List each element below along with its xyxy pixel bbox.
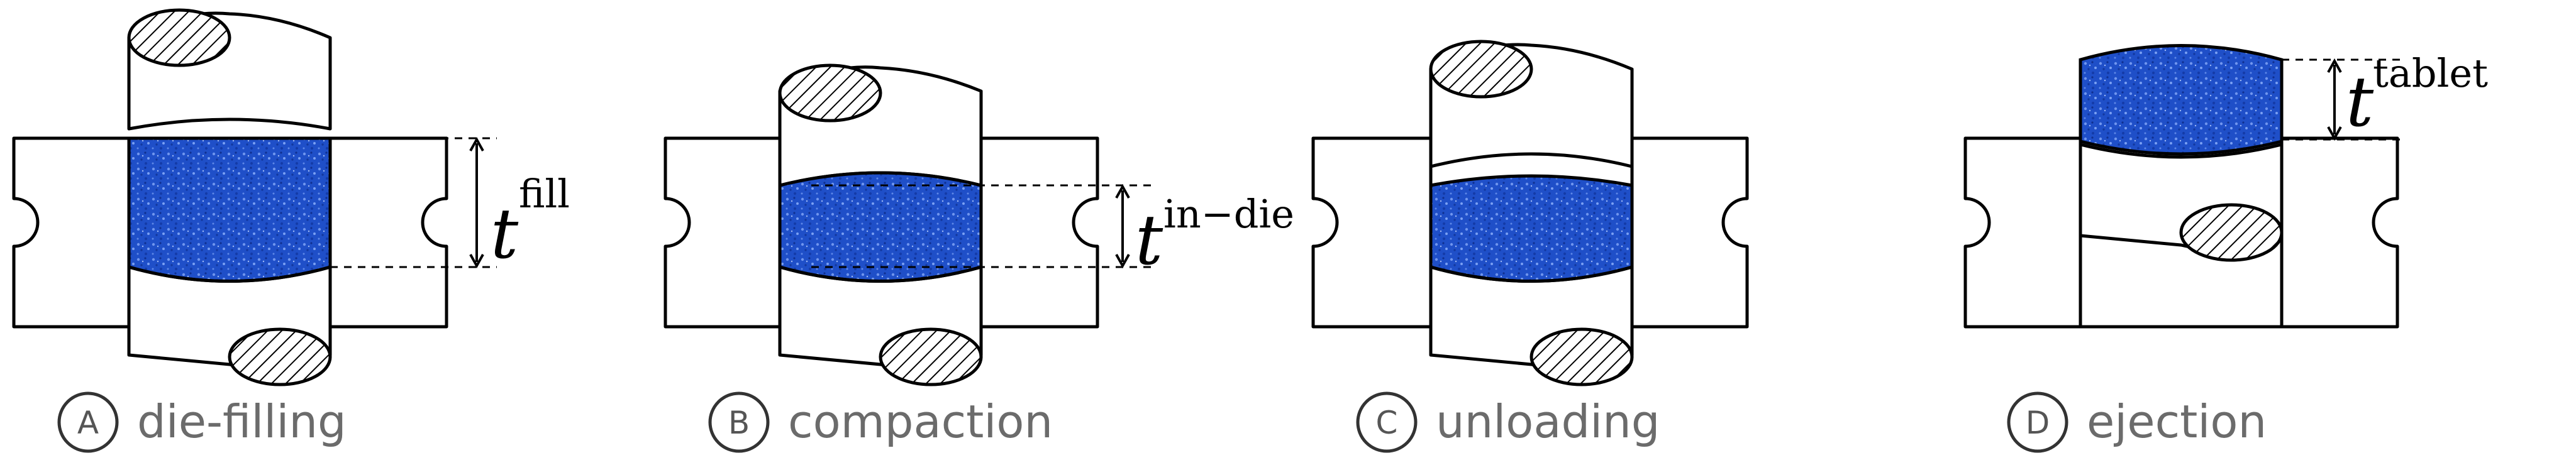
thickness-symbol: t <box>491 194 519 274</box>
stage-label: die-filling <box>137 395 347 448</box>
arrow-head-bottom <box>469 254 484 269</box>
stage-d: t tablet D ejection <box>1963 44 2488 453</box>
thickness-superscript: in−die <box>1163 191 1294 237</box>
powder-compact <box>1429 174 1634 283</box>
die-block-right <box>979 136 1099 329</box>
die-block-right <box>328 136 448 329</box>
stage-letter: B <box>728 405 750 441</box>
stage-b: t in−die B compaction <box>663 63 1294 453</box>
upper-punch-section <box>127 8 231 67</box>
arrow-head-top <box>469 136 484 151</box>
thickness-superscript: fill <box>519 171 570 217</box>
die-block-right <box>1630 136 1749 329</box>
die-block-left <box>663 136 782 329</box>
lower-punch-section <box>1530 327 1634 386</box>
die-block-left <box>1963 136 2082 329</box>
powder-compact <box>778 171 983 283</box>
arrow-head-top <box>2327 58 2342 73</box>
arrow-head-bottom <box>2327 126 2342 141</box>
stage-label: ejection <box>2087 395 2267 448</box>
thickness-superscript: tablet <box>2373 50 2488 96</box>
stage-badge <box>708 391 770 453</box>
arrow-head-top <box>1115 183 1130 199</box>
stage-badge <box>1356 391 1418 453</box>
stage-label: compaction <box>788 395 1053 448</box>
die-block-right <box>2280 136 2399 329</box>
upper-punch-section <box>1429 40 1533 99</box>
stage-label: unloading <box>1436 395 1660 448</box>
upper-punch-section <box>778 63 882 123</box>
stage-a: t fill A die-filling <box>12 8 570 453</box>
lower-punch-section <box>228 327 332 386</box>
lower-punch-section <box>2179 203 2284 262</box>
stage-c: C unloading <box>1311 40 1749 453</box>
stage-letter: C <box>1376 405 1398 441</box>
lower-punch-section <box>879 327 983 386</box>
die-block-left <box>1311 136 1433 329</box>
stage-badge <box>57 391 119 453</box>
stage-letter: A <box>77 405 99 441</box>
powder-fill <box>127 136 332 283</box>
arrow-head-bottom <box>1115 254 1130 269</box>
thickness-symbol: t <box>1135 200 1163 280</box>
thickness-symbol: t <box>2346 62 2374 142</box>
stage-badge <box>2007 391 2068 453</box>
tablet <box>2079 44 2284 156</box>
die-block-left <box>12 136 131 329</box>
stage-letter: D <box>2026 405 2050 441</box>
